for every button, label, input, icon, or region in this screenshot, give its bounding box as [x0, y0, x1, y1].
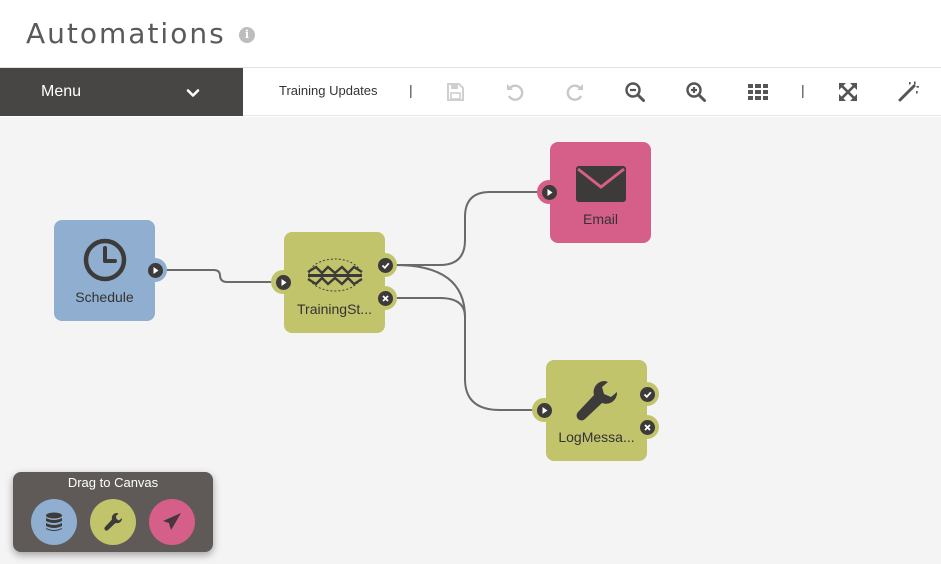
page-title: Automations	[26, 17, 226, 50]
close-icon	[643, 423, 651, 431]
auto-layout-button[interactable]	[896, 80, 920, 104]
failure-port[interactable]	[635, 415, 659, 439]
wrench-icon	[104, 512, 123, 531]
check-icon	[643, 391, 651, 398]
node-label: Schedule	[75, 289, 134, 305]
zoom-out-button[interactable]	[623, 80, 647, 104]
menu-label: Menu	[41, 83, 82, 100]
grid-button[interactable]	[746, 80, 770, 104]
save-icon	[447, 83, 464, 101]
fullscreen-button[interactable]	[836, 80, 860, 104]
palette-title: Drag to Canvas	[67, 475, 159, 490]
connection-training-fail	[395, 297, 466, 318]
input-port[interactable]	[537, 180, 561, 204]
redo-icon	[566, 84, 583, 101]
node-label: Email	[582, 211, 618, 227]
node-log-message[interactable]: LogMessa...	[546, 360, 647, 461]
palette-item-notification[interactable]	[149, 499, 195, 545]
save-button[interactable]	[443, 80, 467, 104]
drag-palette: Drag to Canvas	[13, 472, 213, 552]
connections	[160, 191, 540, 411]
close-icon	[381, 294, 389, 302]
zoom-in-icon	[686, 82, 706, 102]
check-icon	[381, 262, 389, 269]
palette-item-action[interactable]	[90, 499, 136, 545]
magic-wand-icon	[898, 81, 919, 102]
failure-port[interactable]	[373, 286, 397, 310]
play-icon	[281, 278, 286, 286]
toolbar-separator: |	[801, 82, 805, 98]
success-port[interactable]	[373, 253, 397, 277]
connection-schedule-training	[160, 269, 276, 283]
app-header: Automations i	[0, 0, 941, 68]
chevron-down-icon	[186, 89, 200, 97]
node-email[interactable]: Email	[550, 142, 651, 243]
workflow-name: Training Updates	[279, 83, 378, 98]
play-icon	[153, 266, 158, 274]
palette-item-resource[interactable]	[31, 499, 77, 545]
clock-icon	[83, 238, 126, 282]
database-icon	[46, 512, 62, 531]
undo-button[interactable]	[503, 80, 527, 104]
success-port[interactable]	[635, 382, 659, 406]
play-icon	[542, 406, 547, 414]
undo-icon	[507, 84, 524, 101]
play-icon	[547, 188, 552, 196]
wrench-icon	[576, 380, 617, 421]
output-port[interactable]	[143, 258, 167, 282]
grid-icon	[748, 84, 768, 100]
input-port[interactable]	[532, 398, 556, 422]
toolbar-separator: |	[409, 82, 413, 98]
fullscreen-icon	[839, 83, 857, 101]
toolbar: Training Updates |	[243, 68, 941, 116]
menu-dropdown[interactable]: Menu	[0, 68, 243, 116]
zoom-out-icon	[625, 82, 645, 102]
info-icon[interactable]: i	[239, 27, 255, 43]
connection-training-log	[394, 264, 537, 411]
paper-plane-icon	[163, 513, 181, 530]
zoom-in-button[interactable]	[684, 80, 708, 104]
connection-training-email	[395, 191, 540, 266]
node-label: LogMessa...	[558, 429, 635, 445]
envelope-icon	[575, 166, 626, 202]
redo-button[interactable]	[563, 80, 587, 104]
fme-logo	[306, 258, 363, 292]
node-schedule[interactable]: Schedule	[54, 220, 155, 321]
node-label: TrainingSt...	[297, 301, 372, 317]
input-port[interactable]	[271, 270, 295, 294]
node-training[interactable]: TrainingSt...	[284, 232, 385, 333]
